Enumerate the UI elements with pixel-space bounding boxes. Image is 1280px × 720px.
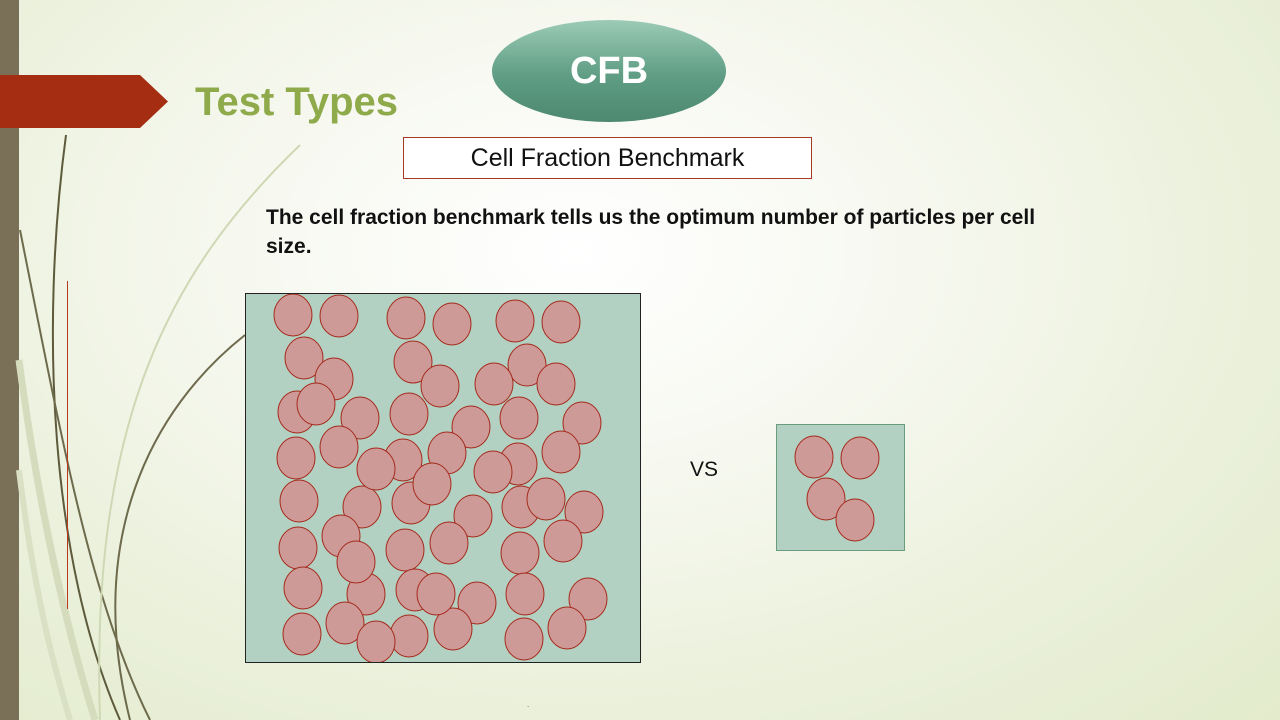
large-cell-particle-45 bbox=[389, 614, 429, 658]
large-cell-particle-26 bbox=[342, 485, 382, 529]
large-cell-particle-36 bbox=[543, 519, 583, 563]
large-cell-particle-37 bbox=[283, 566, 323, 610]
description-text: The cell fraction benchmark tells us the… bbox=[266, 206, 1036, 258]
large-cell-particle-17 bbox=[499, 396, 539, 440]
large-cell-particle-33 bbox=[385, 528, 425, 572]
large-cell-particle-6 bbox=[541, 300, 581, 344]
large-cell-particle-28 bbox=[453, 494, 493, 538]
large-cell-particle-15 bbox=[389, 392, 429, 436]
left-decor-bar bbox=[0, 0, 19, 720]
large-cell-particle-14 bbox=[340, 396, 380, 440]
large-cell-particle-24 bbox=[541, 430, 581, 474]
small-cell-particle-4 bbox=[835, 498, 875, 542]
large-cell-particle-12 bbox=[536, 362, 576, 406]
vertical-accent-line bbox=[67, 281, 68, 609]
large-cell-particle-9 bbox=[393, 340, 433, 384]
large-cell-particle-42 bbox=[568, 577, 608, 621]
benchmark-label-box: Cell Fraction Benchmark bbox=[403, 137, 812, 179]
large-cell-particle-52 bbox=[356, 447, 396, 491]
large-cell-particle-4 bbox=[432, 302, 472, 346]
large-cell-particle-49 bbox=[336, 540, 376, 584]
vs-label: VS bbox=[690, 458, 719, 481]
large-cell-particle-43 bbox=[282, 612, 322, 656]
large-cell-particle-7 bbox=[284, 336, 324, 380]
large-cell-particle-41 bbox=[505, 572, 545, 616]
large-cell-particle-55 bbox=[416, 572, 456, 616]
large-cell-particle-46 bbox=[433, 607, 473, 651]
footer-mark: . bbox=[527, 700, 530, 709]
large-cell-particle-48 bbox=[547, 606, 587, 650]
small-cell-particles bbox=[794, 435, 880, 542]
large-cell-particle-1 bbox=[273, 293, 313, 337]
small-cell-particle-2 bbox=[840, 436, 880, 480]
large-cell-particle-50 bbox=[473, 450, 513, 494]
large-cell-particle-31 bbox=[278, 526, 318, 570]
large-cell-particle-3 bbox=[386, 296, 426, 340]
large-cell-particle-34 bbox=[429, 521, 469, 565]
large-cell-particle-54 bbox=[412, 462, 452, 506]
decorative-swooshes bbox=[15, 134, 301, 720]
large-cell-particle-25 bbox=[279, 479, 319, 523]
large-cell-particles bbox=[273, 293, 608, 664]
slide-title: Test Types bbox=[195, 80, 399, 124]
large-cell bbox=[245, 293, 641, 664]
large-cell-particle-10 bbox=[420, 364, 460, 408]
large-cell-particle-18 bbox=[562, 401, 602, 445]
large-cell-particle-11 bbox=[507, 343, 547, 387]
large-cell-particle-5 bbox=[495, 299, 535, 343]
large-cell-particle-20 bbox=[319, 425, 359, 469]
cfb-badge: CFB bbox=[492, 20, 726, 122]
large-cell-particle-44 bbox=[325, 601, 365, 645]
large-cell-particle-47 bbox=[504, 617, 544, 661]
cfb-badge-text: CFB bbox=[569, 49, 649, 92]
benchmark-label-text: Cell Fraction Benchmark bbox=[470, 143, 745, 172]
small-cell bbox=[776, 424, 905, 551]
small-cell-particle-3 bbox=[806, 477, 846, 521]
large-cell-particle-40 bbox=[457, 581, 497, 625]
large-cell-particle-2 bbox=[319, 294, 359, 338]
large-cell-particle-56 bbox=[296, 382, 336, 426]
large-cell-particle-19 bbox=[276, 436, 316, 480]
large-cell-particle-57 bbox=[526, 477, 566, 521]
large-cell-particle-51 bbox=[474, 362, 514, 406]
large-cell-particle-16 bbox=[451, 405, 491, 449]
title-arrow-tab bbox=[0, 75, 168, 128]
large-cell-particle-53 bbox=[356, 620, 396, 664]
small-cell-particle-1 bbox=[794, 435, 834, 479]
large-cell-particle-35 bbox=[500, 531, 540, 575]
large-cell-particle-30 bbox=[564, 490, 604, 534]
